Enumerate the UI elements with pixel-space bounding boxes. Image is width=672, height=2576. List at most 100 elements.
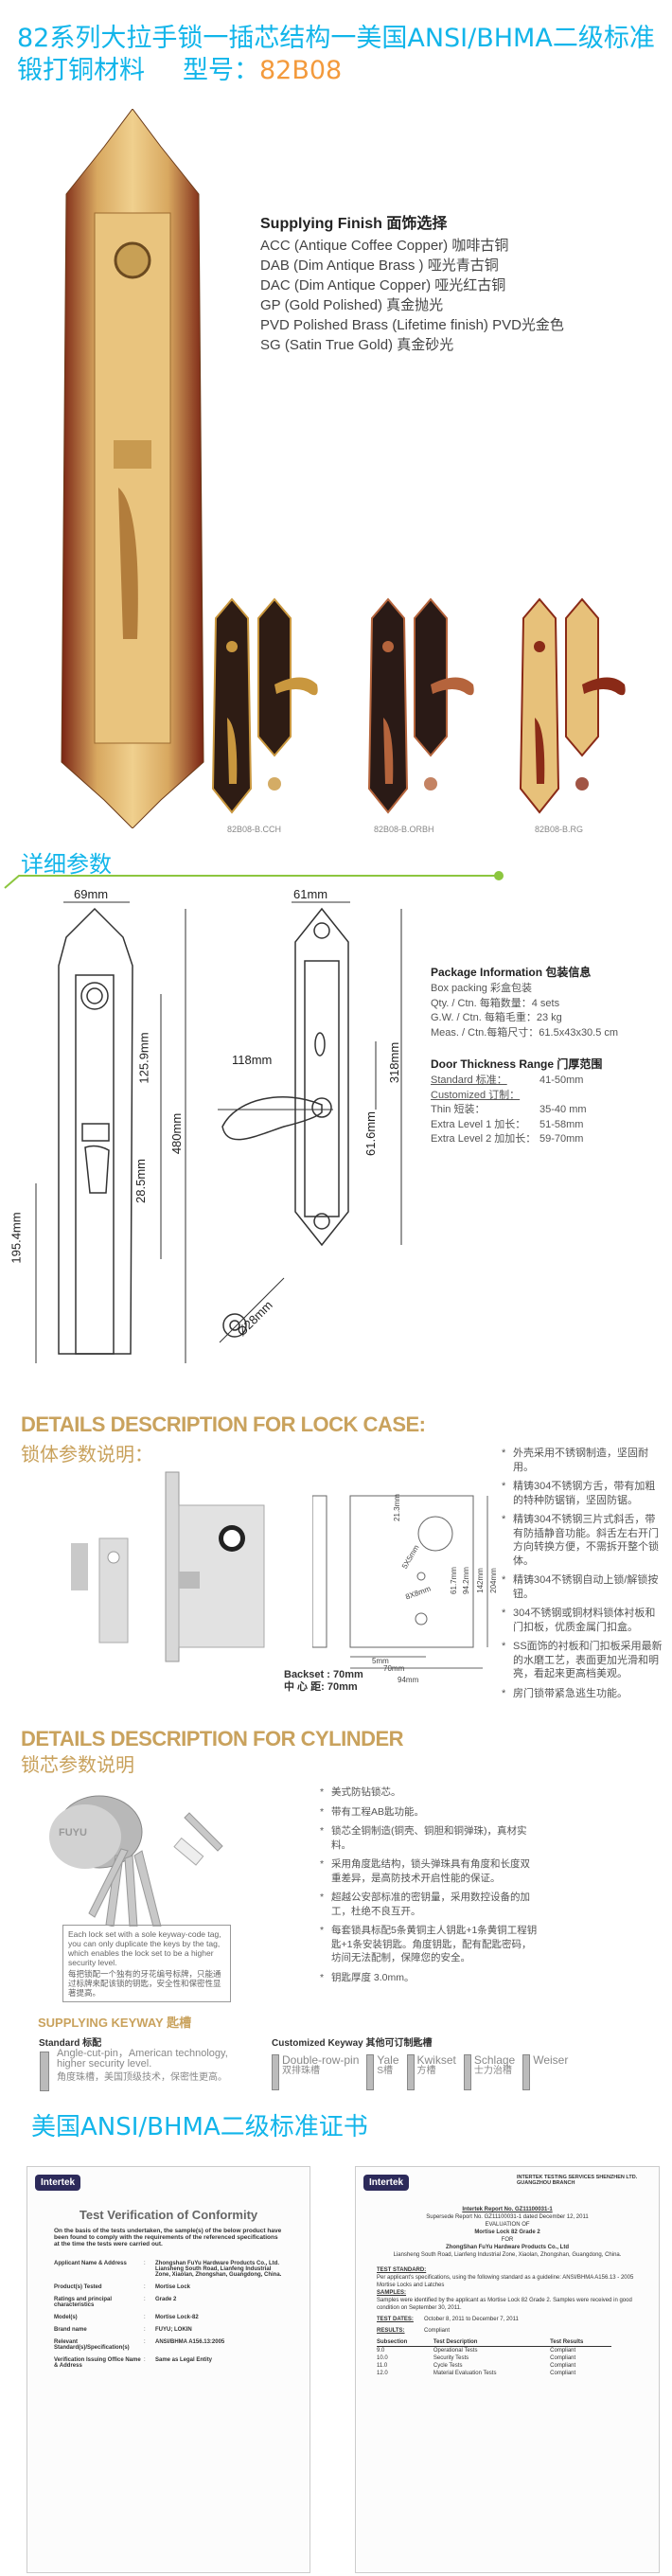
dim: 5mm <box>372 1657 389 1665</box>
column-header: Test Description <box>433 2338 551 2347</box>
package-line: G.W. / Ctn. 每箱毛重：23 kg <box>431 1012 562 1023</box>
intertek-logo: Intertek <box>363 2175 410 2191</box>
table-cell: Compliant <box>550 2355 576 2361</box>
tag-en: Each lock set with a sole keyway-code ta… <box>68 1929 221 1967</box>
table-cell: Operational Tests <box>433 2348 478 2354</box>
feature-item: 精铸304不锈钢方舌，带有加粗的特种防锯销，坚固防锯。 <box>502 1480 663 1507</box>
finish-item: GP (Gold Polished) 真金抛光 <box>260 297 444 313</box>
keyway-profile-icon <box>406 2054 415 2090</box>
supersede: Supersede Report No. GZ11100031-1 dated … <box>426 2214 589 2220</box>
keyway-custom-title: Customized Keyway 其他可订制匙槽 <box>272 2038 433 2049</box>
variant-image <box>367 597 474 814</box>
keyway-name: Double-row-pin <box>282 2053 360 2067</box>
cert-key: Product(s) Tested <box>54 2284 102 2290</box>
package-title: Package Information 包装信息 <box>431 966 592 979</box>
dim-width-inner: 61mm <box>293 887 328 901</box>
dim-inner-height: 318mm <box>387 1041 402 1084</box>
feature-item: 锁芯全铜制造(铜壳、铜胆和铜弹珠)，真材实料。 <box>320 1824 539 1852</box>
cert-row: Applicant Name & Address:Zhongshan FuYu … <box>54 2261 282 2278</box>
keyway-name-cn: 双排珠槽 <box>282 2066 320 2076</box>
table-cell: Cycle Tests <box>433 2363 463 2369</box>
dates: October 8, 2011 to December 7, 2011 <box>424 2317 519 2322</box>
table-cell: 10.0 <box>377 2355 388 2361</box>
dim: 142mm <box>475 1568 485 1593</box>
dim: 61.7mm <box>449 1567 458 1594</box>
cylinder-features: 美式防钻锁芯。 带有工程AB匙功能。 锁芯全铜制造(铜壳、铜胆和铜弹珠)，真材实… <box>320 1785 539 1990</box>
package-line: Box packing 彩盒包装 <box>431 983 532 994</box>
cert-value: Same as Legal Entity <box>155 2357 213 2363</box>
cert-value: Grade 2 <box>155 2297 177 2302</box>
certificate-left: Intertek Test Verification of Conformity… <box>27 2166 310 2573</box>
cert-key: Applicant Name & Address <box>54 2261 127 2266</box>
cylinder-title: DETAILS DESCRIPTION FOR CYLINDER <box>21 1727 404 1750</box>
standard-en: Angle-cut-pin，American technology, highe… <box>57 2048 228 2070</box>
backset-cn: 中 心 距: 70mm <box>284 1681 358 1693</box>
cert-row: Ratings and principal characteristics:Gr… <box>54 2297 283 2308</box>
keyway-profile-icon <box>40 2052 49 2091</box>
door-key: Standard 标准： <box>431 1075 507 1086</box>
cert-value: Zhongshan FuYu Hardware Products Co., Lt… <box>155 2261 282 2278</box>
variant-image <box>519 597 626 814</box>
dim: 70mm <box>383 1664 405 1673</box>
feature-item: 超越公安部标准的密钥量，采用数控设备的加工，杜绝不良互开。 <box>320 1891 539 1918</box>
keyway-name-cn: 士力治槽 <box>473 2066 512 2076</box>
results: Compliant <box>424 2328 451 2334</box>
details-title: 详细参数 <box>21 851 112 878</box>
keyway-profile-icon <box>272 2054 279 2090</box>
cert-value: Mortise Lock <box>155 2284 191 2290</box>
table-cell: 9.0 <box>377 2348 385 2354</box>
std: Per applicant's specifications, using th… <box>377 2275 634 2288</box>
report-no: Intertek Report No. GZ11100031-1 <box>462 2207 553 2212</box>
lockcase-features: 外壳采用不锈钢制造，坚固耐用。 精铸304不锈钢方舌，带有加粗的特种防锯销，坚固… <box>502 1447 663 1706</box>
keyway-title: SUPPLYING KEYWAY 匙槽 <box>38 2016 192 2030</box>
address: Liansheng South Road, Lianfeng Industria… <box>393 2252 622 2258</box>
cert-key: Model(s) <box>54 2315 78 2320</box>
keyway-name: Schlage <box>473 2053 516 2067</box>
product: Mortise Lock 82 Grade 2 <box>474 2230 540 2235</box>
certificate-right: Intertek INTERTEK TESTING SERVICES SHENZ… <box>355 2166 660 2573</box>
variant-label: 82B08-B.RG <box>535 825 584 834</box>
keyway-name-cn: 方槽 <box>416 2066 436 2076</box>
evaluation: EVALUATION OF <box>485 2222 530 2228</box>
lockcase-title-cn: 锁体参数说明： <box>21 1443 153 1466</box>
table-cell: 11.0 <box>377 2363 388 2369</box>
cert-value: FUYU; LOKIN <box>155 2327 192 2333</box>
keyway-name-cn: S槽 <box>377 2066 394 2076</box>
cert-row: Brand name:FUYU; LOKIN <box>54 2327 283 2333</box>
feature-item: 带有工程AB匙功能。 <box>320 1805 539 1820</box>
feature-item: 精铸304不锈钢三片式斜舌，带有防插静音功能。斜舌左右开门方向转换方便，不需拆开… <box>502 1513 663 1568</box>
main-product-image <box>61 109 204 828</box>
dim-lower: 195.4mm <box>9 1212 24 1264</box>
intertek-logo: Intertek <box>35 2175 81 2191</box>
finish-item: SG (Satin True Gold) 真金砂光 <box>260 337 454 353</box>
dates-heading: TEST DATES: <box>377 2317 414 2322</box>
cert-key: Ratings and principal characteristics <box>54 2297 113 2308</box>
for: FOR <box>501 2237 514 2243</box>
model-number: 82B08 <box>259 56 343 85</box>
door-value: 51-58mm <box>539 1118 584 1130</box>
dim-spindle: 61.6mm <box>363 1111 378 1156</box>
keyway-profile-icon <box>366 2054 375 2090</box>
samples: Samples were identified by the applicant… <box>377 2298 632 2311</box>
lockcase-drawing <box>312 1495 488 1669</box>
finish-title: Supplying Finish 面饰选择 <box>260 216 448 232</box>
dim: 21.3mm <box>392 1494 401 1521</box>
door-value: 35-40 mm <box>539 1104 587 1115</box>
page-title: 82系列大拉手锁一插芯结构一美国ANSI/BHMA二级标准 锻打铜材料型号：82… <box>17 23 655 87</box>
results-heading: RESULTS: <box>377 2328 405 2334</box>
keyway-standard-desc: Angle-cut-pin，American technology, highe… <box>57 2048 256 2084</box>
standard-cn: 角度珠槽，美国顶级技术，保密性更高。 <box>57 2072 227 2083</box>
keyway-name: Kwikset <box>416 2053 456 2067</box>
keyway-profile-icon <box>522 2054 531 2090</box>
cert-row: Product(s) Tested:Mortise Lock <box>54 2284 283 2290</box>
table-cell: Compliant <box>550 2371 576 2376</box>
cert-heading: Test Verification of Conformity <box>79 2208 258 2222</box>
dim-width-outer: 69mm <box>74 887 109 901</box>
